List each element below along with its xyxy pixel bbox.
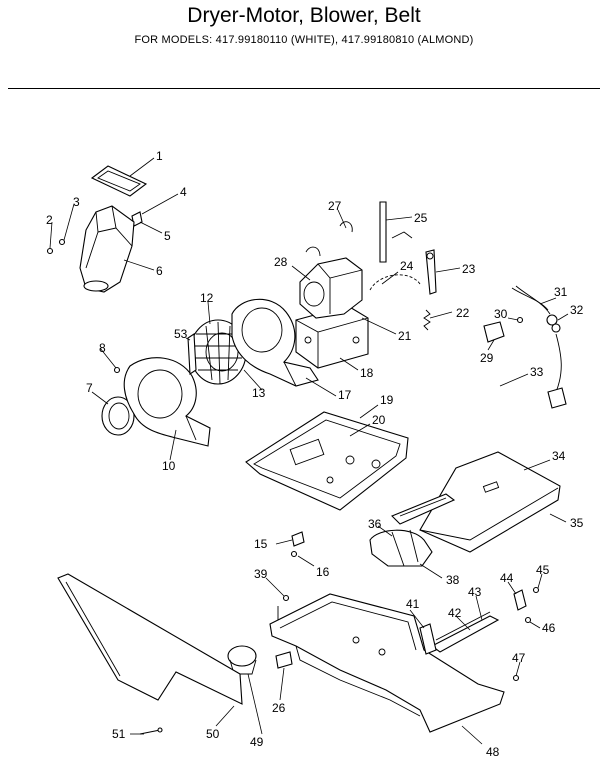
part-30-screw <box>516 316 524 324</box>
part-41-bracket <box>419 623 437 655</box>
leader-lines <box>49 157 569 745</box>
callout-39: 39 <box>254 567 268 581</box>
part-26-spacer <box>275 651 293 669</box>
part-44-clip <box>513 589 527 611</box>
callout-35: 35 <box>570 516 584 530</box>
callout-45: 45 <box>536 563 550 577</box>
callout-2: 2 <box>46 213 53 227</box>
callout-49: 49 <box>250 735 264 749</box>
part-16-screw <box>290 550 298 558</box>
callout-41: 41 <box>406 597 420 611</box>
callout-30: 30 <box>494 307 508 321</box>
part-15-clip <box>291 531 305 547</box>
part-33-cord-plug <box>547 333 567 409</box>
callout-53: 53 <box>174 327 188 341</box>
part-34-shelf <box>419 451 561 553</box>
part-47-screw <box>512 674 520 682</box>
callout-1: 1 <box>156 149 163 163</box>
callout-21: 21 <box>398 329 412 343</box>
part-18-motor-mount <box>295 305 369 369</box>
callout-32: 32 <box>570 303 584 317</box>
callout-19: 19 <box>380 393 394 407</box>
part-29-switch <box>483 321 505 343</box>
callout-50: 50 <box>206 727 220 741</box>
header-divider <box>8 88 600 89</box>
part-48-base-frame <box>269 593 505 733</box>
part-19-base-panel <box>245 411 409 511</box>
part-6-exhaust-duct <box>79 205 135 293</box>
callout-5: 5 <box>164 229 171 243</box>
callout-20: 20 <box>372 413 386 427</box>
part-28-motor <box>299 257 363 319</box>
part-24-belt <box>369 274 421 291</box>
callout-51: 51 <box>112 727 126 741</box>
part-53-blower-seal <box>187 333 197 375</box>
callout-33: 33 <box>530 365 544 379</box>
callout-8: 8 <box>99 341 106 355</box>
part-34-bracket <box>391 493 456 525</box>
part-46-screw <box>524 616 532 624</box>
callout-48: 48 <box>486 745 500 759</box>
part-42-rail <box>430 611 500 653</box>
part-23-idler-arm <box>425 249 437 295</box>
callout-22: 22 <box>456 306 470 320</box>
part-45-screw <box>532 586 540 594</box>
callout-labels: 1 4 3 2 5 6 27 25 28 24 23 31 12 22 30 3… <box>46 149 584 759</box>
callout-6: 6 <box>156 264 163 278</box>
callout-15: 15 <box>254 537 268 551</box>
part-7-ring <box>101 396 135 436</box>
callout-28: 28 <box>274 255 288 269</box>
callout-44: 44 <box>500 571 514 585</box>
part-2-screw <box>46 247 54 255</box>
callout-27: 27 <box>328 199 342 213</box>
part-8-screw <box>113 366 121 374</box>
part-22-spring <box>423 309 431 331</box>
callout-43: 43 <box>468 585 482 599</box>
part-1-gasket <box>90 165 148 197</box>
callout-18: 18 <box>360 366 374 380</box>
part-10-blower-housing <box>123 357 211 447</box>
callout-47: 47 <box>512 651 526 665</box>
callout-25: 25 <box>414 211 428 225</box>
callout-17: 17 <box>338 388 352 402</box>
part-25-idler-shaft <box>379 201 413 263</box>
part-3-screw <box>58 238 66 246</box>
callout-10: 10 <box>162 459 176 473</box>
callout-38: 38 <box>446 573 460 587</box>
callout-12: 12 <box>200 291 214 305</box>
part-17-blower-housing-rear <box>231 298 319 387</box>
part-36-roller <box>369 529 433 567</box>
part-27-clamp <box>305 221 353 257</box>
callout-4: 4 <box>180 185 187 199</box>
callout-36: 36 <box>368 517 382 531</box>
page-title: Dryer-Motor, Blower, Belt <box>187 4 421 27</box>
callout-16: 16 <box>316 565 330 579</box>
callout-7: 7 <box>86 381 93 395</box>
callout-13: 13 <box>252 386 266 400</box>
callout-26: 26 <box>272 701 286 715</box>
part-31-harness <box>511 285 561 333</box>
part-50-toe-panel <box>57 573 243 705</box>
callout-24: 24 <box>400 259 414 273</box>
part-51-screw <box>139 727 163 735</box>
callout-3: 3 <box>73 195 80 209</box>
callout-34: 34 <box>552 449 566 463</box>
models-line: FOR MODELS: 417.99180110 (WHITE), 417.99… <box>134 34 474 46</box>
callout-42: 42 <box>448 606 462 620</box>
callout-29: 29 <box>480 351 494 365</box>
callout-23: 23 <box>462 262 476 276</box>
callout-31: 31 <box>554 285 568 299</box>
part-49-bracket <box>227 645 257 675</box>
callout-46: 46 <box>542 621 556 635</box>
